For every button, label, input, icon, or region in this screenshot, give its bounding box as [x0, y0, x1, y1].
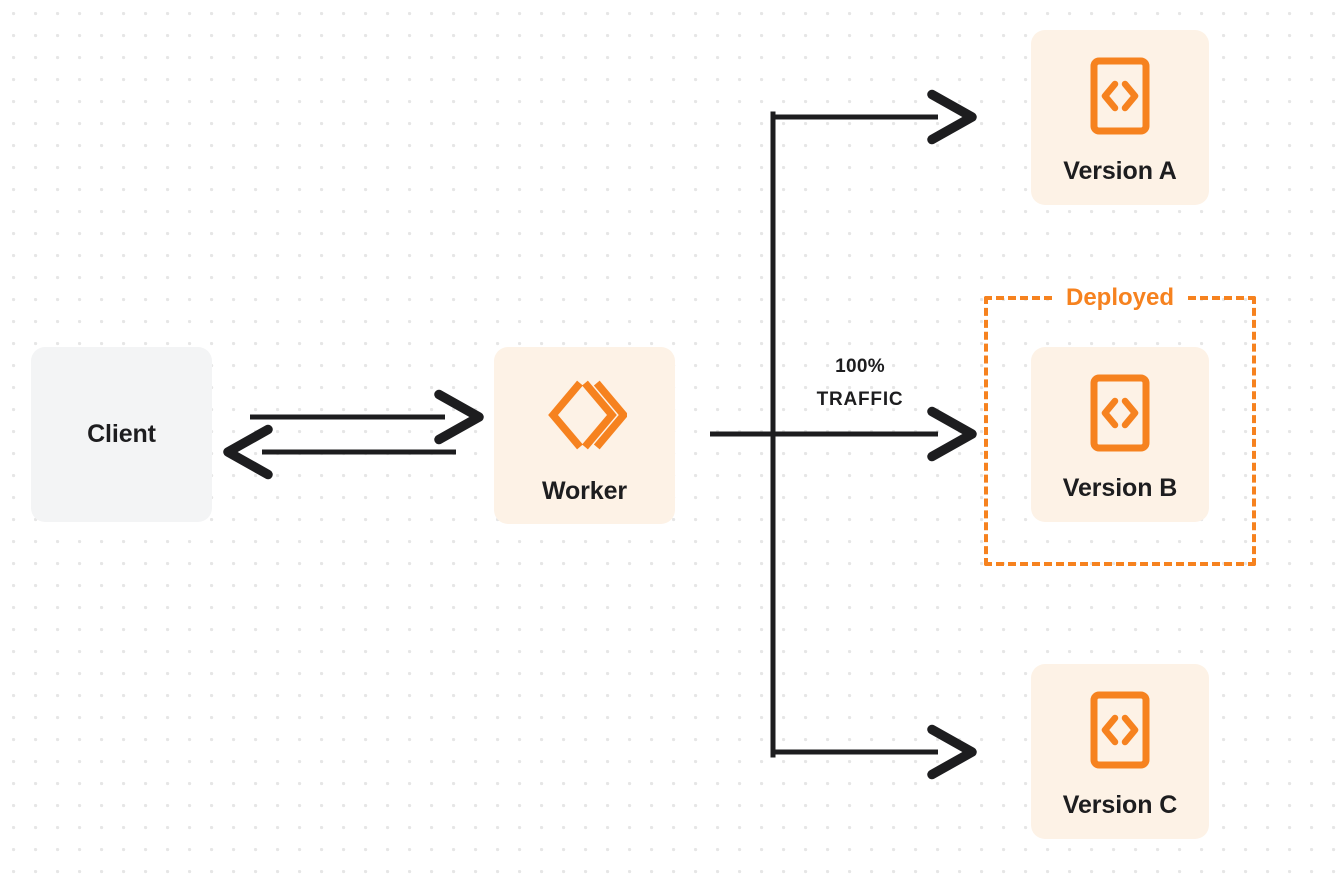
code-document-icon — [1090, 374, 1150, 452]
node-worker-label: Worker — [541, 477, 628, 505]
traffic-word: TRAFFIC — [816, 389, 904, 410]
node-version-c-label: Version C — [1062, 791, 1178, 819]
node-client-label: Client — [87, 420, 156, 449]
node-version-b-label: Version B — [1062, 474, 1178, 502]
code-document-icon — [1090, 57, 1150, 135]
deployed-group-label: Deployed — [1055, 283, 1185, 313]
node-version-a-label: Version A — [1063, 157, 1177, 185]
node-version-c[interactable]: Version C — [1031, 664, 1209, 839]
node-worker[interactable]: Worker — [494, 347, 675, 524]
traffic-percent: 100% — [835, 356, 885, 377]
code-document-icon — [1090, 691, 1150, 769]
node-version-a[interactable]: Version A — [1031, 30, 1209, 205]
traffic-label: 100% TRAFFIC — [790, 350, 930, 416]
cloudflare-workers-logo-icon — [543, 373, 627, 457]
deployed-group-outline: Deployed — [984, 283, 1256, 566]
node-client[interactable]: Client — [31, 347, 212, 522]
node-version-b[interactable]: Version B — [1031, 347, 1209, 522]
